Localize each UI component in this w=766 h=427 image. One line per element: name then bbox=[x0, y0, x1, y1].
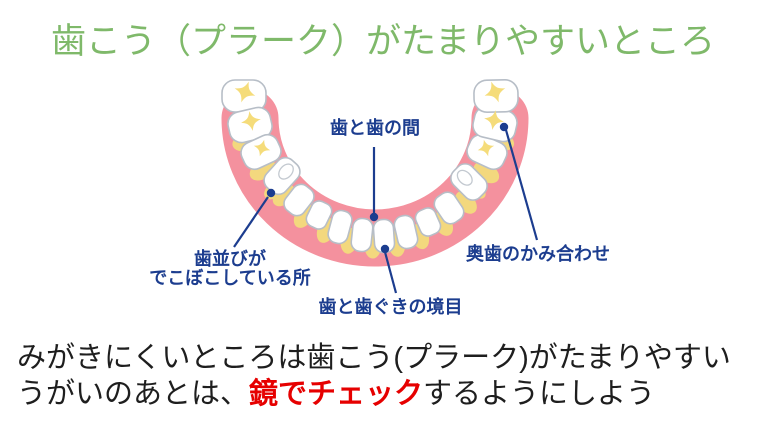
pointer-line-uneven bbox=[233, 196, 269, 248]
page-title: 歯こう（プラーク）がたまりやすいところ bbox=[51, 22, 715, 61]
pointer-line-gum-border bbox=[383, 251, 398, 294]
tooth bbox=[305, 200, 333, 230]
label-tooth-gum-border: 歯と歯ぐきの境目 bbox=[318, 297, 463, 317]
plaque-star-icon bbox=[234, 81, 256, 103]
tooth bbox=[414, 207, 442, 237]
pointer-dot-back-teeth bbox=[499, 122, 509, 132]
label-between-teeth: 歯と歯の間 bbox=[330, 118, 420, 138]
caption-line1: みがきにくいところは歯こう(プラーク)がたまりやすい bbox=[17, 342, 731, 374]
label-uneven-alignment-line1: 歯並びが bbox=[194, 249, 266, 269]
pointer-dot-between-teeth bbox=[369, 212, 379, 222]
tooth bbox=[327, 209, 353, 245]
caption-line2: うがいのあとは、鏡でチェックするようにしよう bbox=[17, 370, 655, 412]
plaque-star-icon bbox=[241, 111, 261, 131]
pointer-line-back-teeth bbox=[504, 129, 539, 241]
tooth bbox=[350, 217, 374, 253]
tooth bbox=[433, 191, 465, 225]
caption-line2-suffix: するようにしよう bbox=[423, 378, 656, 410]
tooth bbox=[393, 214, 419, 250]
label-uneven-alignment: 歯並びが でこぼこしている所 bbox=[144, 250, 316, 288]
label-back-teeth-bite: 奥歯のかみ合わせ bbox=[466, 244, 610, 264]
plaque-star-icon bbox=[484, 81, 506, 103]
caption-line2-prefix: うがいのあとは、 bbox=[17, 378, 250, 410]
label-uneven-alignment-line2: でこぼこしている所 bbox=[149, 268, 311, 288]
plaque-stars bbox=[234, 81, 506, 157]
pointer-dot-uneven bbox=[266, 188, 276, 198]
pointers bbox=[233, 122, 539, 294]
caption-line2-highlight: 鏡でチェック bbox=[249, 378, 424, 410]
plaque-star-icon bbox=[484, 110, 504, 130]
plaque-star-icon bbox=[253, 139, 271, 157]
plaque-star-icon bbox=[477, 139, 495, 157]
tooth bbox=[283, 183, 315, 217]
tooth bbox=[450, 163, 488, 201]
pointer-dot-gum-border bbox=[380, 244, 390, 254]
